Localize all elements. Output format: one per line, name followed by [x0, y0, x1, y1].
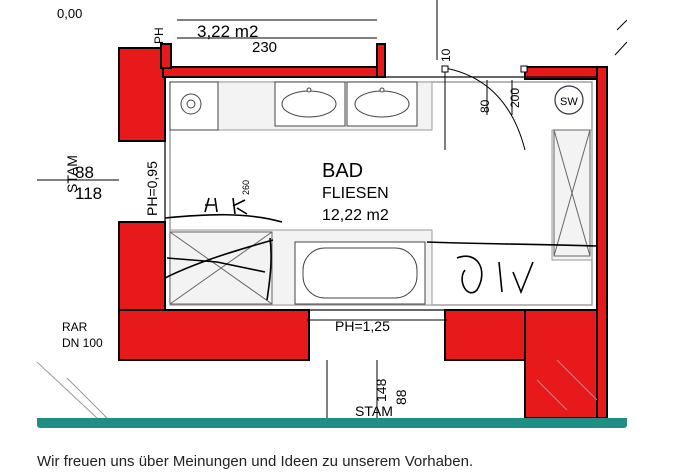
bathtub [294, 241, 426, 305]
door [441, 65, 528, 151]
floor-type: FLIESEN [322, 185, 389, 202]
floor-plan-image: SW BAD FLIESEN [36, 0, 628, 419]
top-dim: 230 [252, 39, 277, 56]
left-88: 88 [75, 163, 94, 182]
dn-label: DN 100 [62, 336, 103, 350]
rar-label: RAR [62, 320, 88, 334]
cabinet [553, 129, 591, 257]
room-name: BAD [322, 160, 363, 182]
plan-labels: BAD FLIESEN 12,22 m2 3,22 m2 230 10 80 2… [57, 6, 522, 419]
sw-marker: SW [554, 85, 584, 115]
sink-2 [346, 81, 418, 127]
image-bottom-bar [37, 418, 627, 428]
left-118: 118 [75, 184, 102, 203]
bottom-88: 88 [393, 389, 409, 405]
dim-80: 80 [478, 99, 492, 113]
dim-200: 200 [508, 88, 522, 108]
ph-top: PH [152, 27, 166, 44]
height-260: 260 [241, 180, 251, 195]
top-small-dim: 10 [439, 48, 453, 62]
top-area: 3,22 m2 [197, 22, 258, 41]
left-stam: STAM [64, 155, 80, 193]
bottom-148: 148 [373, 378, 389, 402]
sink-1 [274, 81, 346, 127]
ph-bottom: PH=1,25 [335, 318, 390, 334]
bottom-stam: STAM [355, 403, 393, 418]
dimension-lines [36, 0, 628, 419]
room-area: 12,22 m2 [322, 207, 389, 224]
shower [169, 231, 273, 305]
handwriting [164, 197, 598, 301]
toilet [169, 81, 219, 131]
post-caption: Wir freuen uns über Meinungen und Ideen … [37, 453, 474, 470]
sw-label: SW [560, 96, 578, 108]
ph-left: PH=0,95 [144, 161, 160, 216]
top-left-partial: 0,00 [57, 6, 82, 21]
